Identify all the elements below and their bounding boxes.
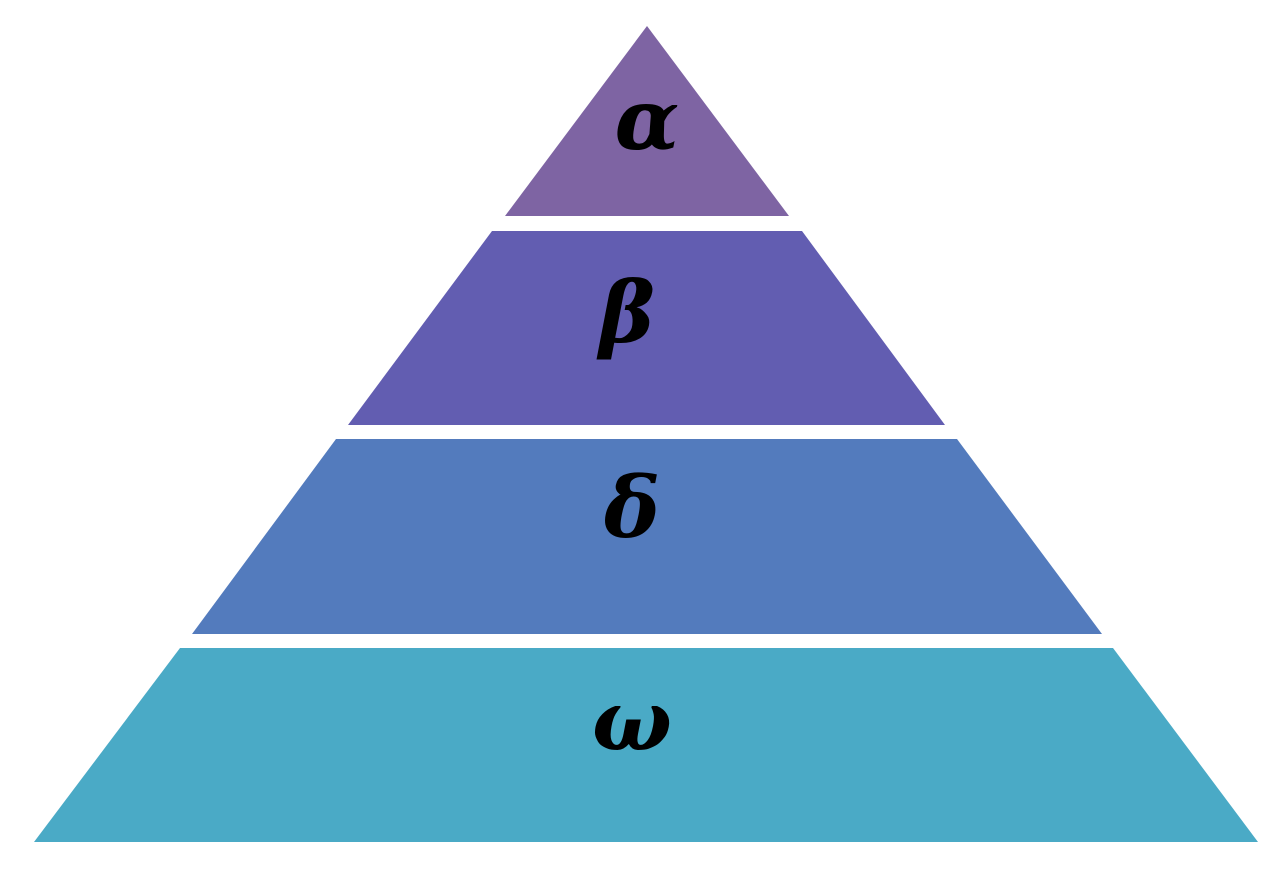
tier-alpha-label: α xyxy=(615,70,680,169)
tier-delta-shape xyxy=(192,439,1102,634)
tier-beta: β xyxy=(348,231,945,425)
tier-alpha-shape xyxy=(505,26,789,216)
tier-omega-label: ω xyxy=(592,671,672,770)
tier-delta: δ xyxy=(192,439,1102,634)
tier-alpha: α xyxy=(505,26,789,216)
tier-omega: ω xyxy=(34,648,1258,842)
tier-delta-label: δ xyxy=(603,458,660,557)
tier-beta-shape xyxy=(348,231,945,425)
tier-omega-shape xyxy=(34,648,1258,842)
tier-beta-label: β xyxy=(596,263,655,362)
